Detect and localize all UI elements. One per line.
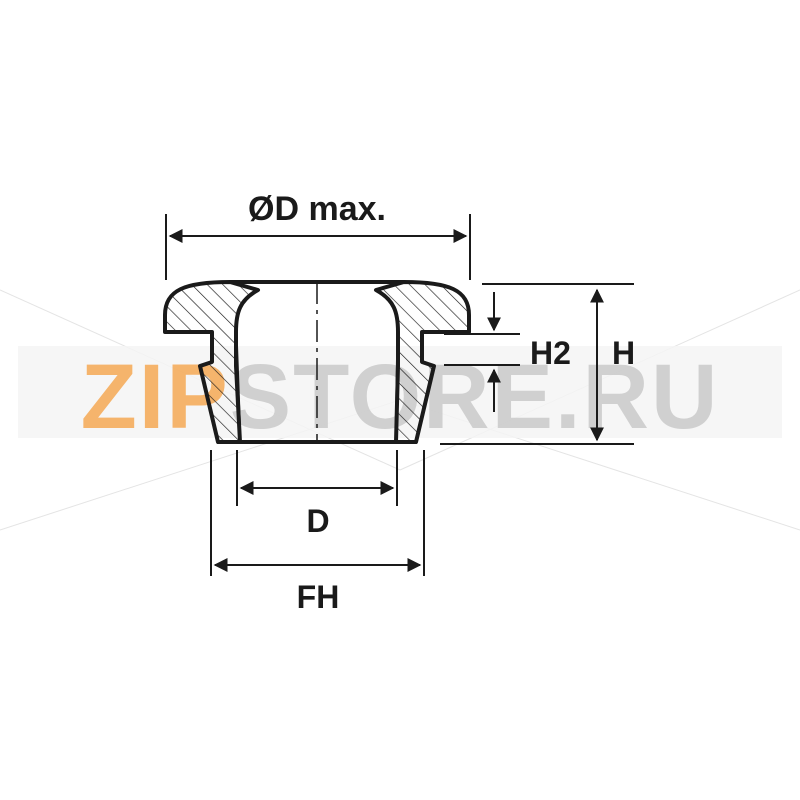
- fh-label: FH: [297, 579, 340, 615]
- d-dimension: [236, 450, 398, 506]
- od-max-dimension: [165, 214, 471, 280]
- h2-dimension: [444, 283, 530, 412]
- d-label: D: [306, 503, 329, 539]
- fh-dimension: [210, 450, 425, 576]
- watermark-logo: ZIPSTORE.RU: [81, 346, 720, 448]
- h2-label: H2: [530, 335, 571, 371]
- watermark-part2: STORE.RU: [230, 346, 720, 448]
- h-dimension: [440, 283, 634, 445]
- h-label: H: [612, 335, 635, 371]
- od-max-label: ØD max.: [248, 190, 386, 228]
- grommet-bore-outline: [234, 288, 400, 443]
